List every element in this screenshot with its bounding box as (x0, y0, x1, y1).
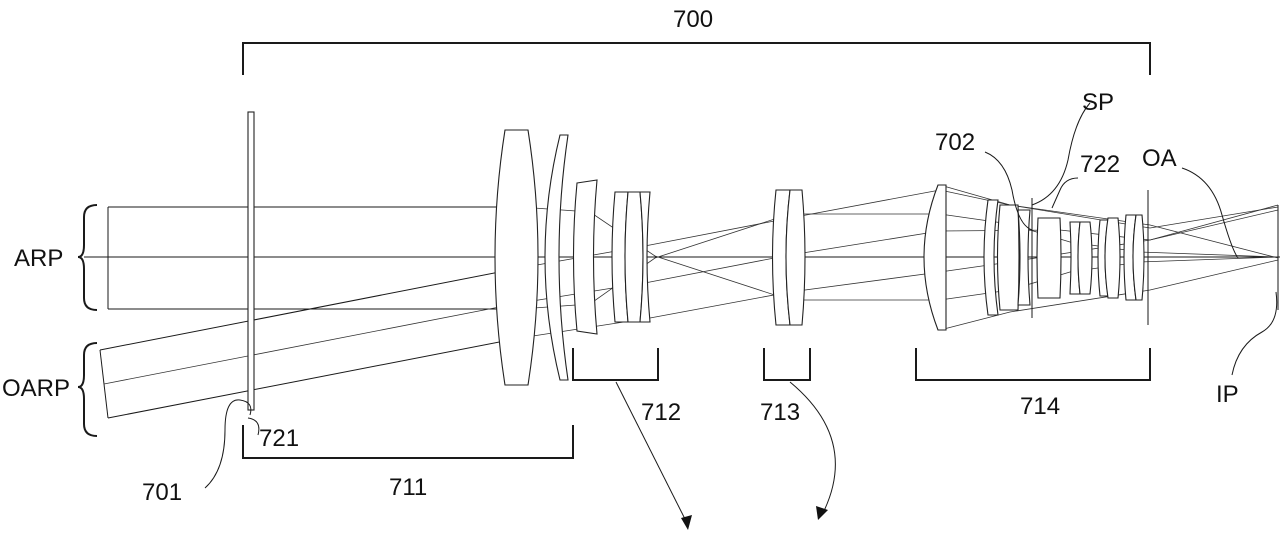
bracket-700 (242, 42, 1151, 75)
bracket-711 (242, 425, 574, 459)
label-arp: ARP (14, 245, 63, 272)
label-712: 712 (641, 399, 681, 426)
lens-group-711 (494, 129, 569, 386)
bracket-713 (763, 348, 811, 381)
arrow-from-712 (615, 381, 692, 530)
arrow-from-713 (789, 381, 836, 520)
label-721: 721 (259, 425, 299, 452)
lens-group-713 (771, 189, 806, 326)
label-702: 702 (935, 129, 975, 156)
label-701: 701 (142, 479, 182, 506)
label-713: 713 (760, 399, 800, 426)
label-714: 714 (1020, 393, 1060, 420)
bracket-arp (77, 204, 98, 311)
element-701-plate (247, 111, 255, 411)
lens-group-714 (923, 184, 1145, 331)
label-722: 722 (1080, 151, 1120, 178)
label-oa: OA (1142, 145, 1177, 172)
bracket-712 (572, 348, 659, 381)
bracket-oarp (77, 342, 98, 437)
bracket-714 (915, 348, 1151, 381)
label-sp: SP (1082, 89, 1114, 116)
leader-lines (204, 102, 1278, 489)
label-711: 711 (389, 474, 427, 501)
label-ip: IP (1216, 381, 1239, 408)
lens-group-712 (572, 179, 651, 335)
label-700: 700 (673, 6, 713, 33)
label-oarp: OARP (2, 375, 70, 402)
